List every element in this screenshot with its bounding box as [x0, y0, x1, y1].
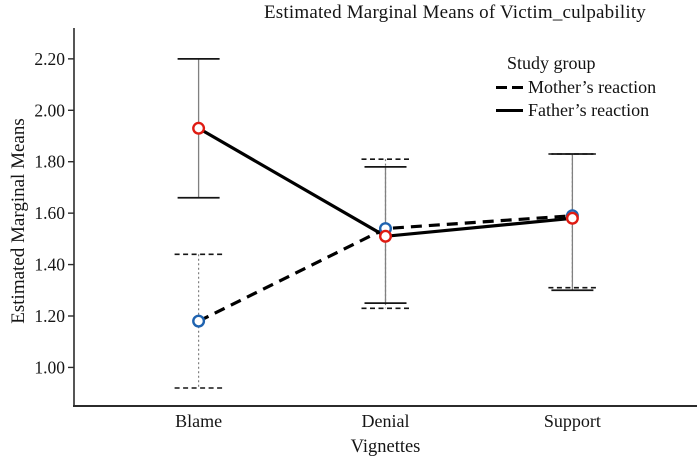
legend-item-label: Mother’s reaction: [528, 77, 657, 97]
data-point-marker: [192, 121, 206, 135]
y-tick-label: 2.20: [34, 49, 65, 69]
data-point-marker: [192, 314, 206, 328]
x-category-label: Denial: [362, 411, 410, 431]
chart-title: Estimated Marginal Means of Victim_culpa…: [263, 2, 646, 23]
x-category-label: Blame: [175, 411, 222, 431]
y-tick-label: 1.80: [34, 152, 65, 172]
legend-item-label: Father’s reaction: [528, 100, 650, 120]
solid-line-sample-icon: [496, 109, 523, 112]
y-tick-label: 1.60: [34, 203, 65, 223]
data-point-marker: [379, 229, 393, 243]
y-axis-title: Estimated Marginal Means: [8, 118, 29, 324]
y-tick-label: 1.20: [34, 306, 65, 326]
legend: Study group Mother’s reaction Father’s r…: [496, 53, 656, 122]
legend-title: Study group: [507, 53, 596, 73]
x-axis-title: Vignettes: [350, 437, 421, 457]
y-tick-label: 2.00: [34, 100, 65, 120]
dashed-line-sample-icon: [496, 86, 523, 89]
legend-item-mothers-reaction: Mother’s reaction: [496, 76, 656, 99]
data-point-marker: [565, 211, 579, 225]
y-tick-label: 1.40: [34, 255, 65, 275]
y-tick-label: 1.00: [34, 357, 65, 377]
x-category-label: Support: [544, 411, 601, 431]
legend-item-fathers-reaction: Father’s reaction: [496, 99, 656, 122]
